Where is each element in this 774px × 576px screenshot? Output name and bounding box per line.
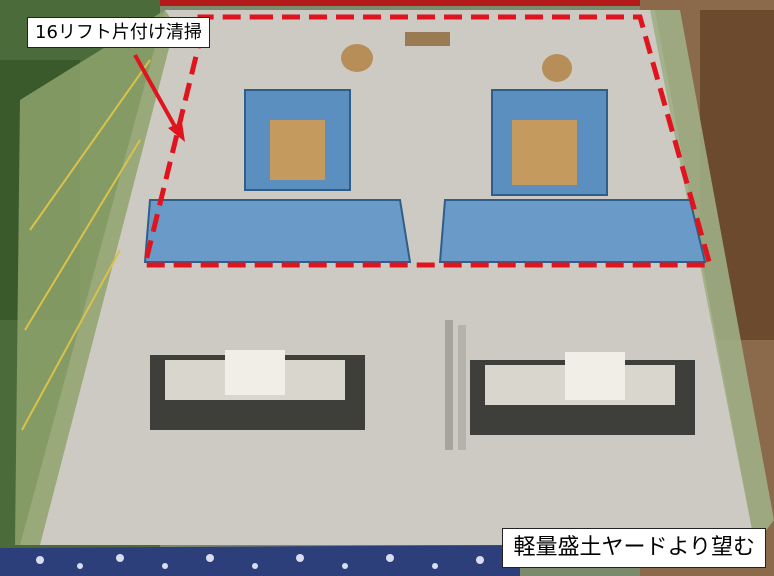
base-lower-left [150, 350, 365, 430]
pole-2 [458, 325, 466, 450]
formwork-upper-left [143, 89, 412, 263]
label-arrow-line [133, 54, 180, 133]
formwork-upper-right [438, 89, 707, 263]
scaffold-left [15, 10, 175, 545]
scaffold-right [650, 10, 774, 545]
scaffold-left-rails [21, 59, 151, 431]
pole-1 [445, 320, 453, 450]
foreground-dots [36, 554, 484, 569]
label-arrow-head [168, 122, 185, 142]
sandbag-right [542, 54, 572, 82]
lumber-pile [405, 32, 450, 46]
sandbag-left [341, 44, 373, 72]
lift-cleanup-label: 16リフト片付け清掃 [27, 17, 210, 48]
viewpoint-caption: 軽量盛土ヤードより望む [502, 528, 766, 568]
top-border [0, 0, 774, 6]
foreground-sheet [0, 545, 520, 576]
base-lower-right [470, 352, 695, 435]
